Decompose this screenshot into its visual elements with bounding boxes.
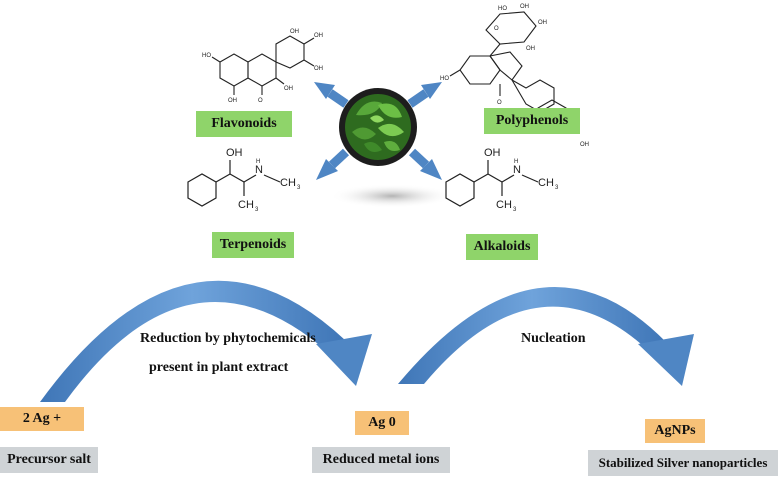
alkaloid-structure: OH N H CH 3 CH 3 (445, 147, 559, 213)
arrow-to-alkaloids (408, 148, 442, 180)
svg-text:OH: OH (520, 4, 529, 10)
svg-text:OH: OH (290, 29, 299, 35)
reduction-arc-arrow (40, 280, 372, 402)
reduced-species-label: Ag 0 (355, 411, 409, 435)
flavonoid-structure: HO OH O OH OH OH OH (202, 29, 323, 104)
reduction-step-text-line2: present in plant extract (149, 360, 289, 375)
nucleation-step-text: Nucleation (521, 331, 586, 346)
plant-shadow (330, 184, 454, 208)
flavonoids-label: Flavonoids (196, 111, 292, 137)
reduced-stage-label: Reduced metal ions (312, 447, 450, 473)
svg-text:CH: CH (280, 177, 296, 189)
svg-text:3: 3 (255, 207, 259, 213)
svg-text:OH: OH (484, 147, 501, 159)
terpenoid-structure: OH N H CH 3 CH 3 (187, 147, 301, 213)
svg-text:O: O (258, 98, 263, 104)
svg-text:OH: OH (526, 46, 535, 52)
polyphenol-structure: HO O O HO OH OH OH OH (440, 4, 589, 148)
svg-text:CH: CH (538, 177, 554, 189)
nucleation-arc-arrow (398, 287, 694, 386)
svg-text:OH: OH (314, 33, 323, 39)
svg-text:O: O (494, 26, 499, 32)
svg-text:HO: HO (440, 76, 449, 82)
svg-text:OH: OH (580, 142, 589, 148)
svg-text:3: 3 (555, 185, 559, 191)
plant-leaves-icon (339, 88, 417, 166)
svg-text:OH: OH (538, 20, 547, 26)
svg-text:OH: OH (228, 98, 237, 104)
arrow-to-flavonoids (314, 82, 349, 108)
svg-text:HO: HO (498, 6, 507, 12)
precursor-stage-label: Precursor salt (0, 447, 98, 473)
precursor-species-label: 2 Ag + (0, 407, 84, 431)
terpenoids-label: Terpenoids (212, 232, 294, 258)
svg-text:N: N (255, 164, 263, 176)
svg-text:3: 3 (297, 185, 301, 191)
svg-text:CH: CH (496, 199, 512, 211)
product-species-label: AgNPs (645, 419, 705, 443)
svg-text:3: 3 (513, 207, 517, 213)
svg-text:H: H (256, 159, 260, 165)
product-stage-label: Stabilized Silver nanoparticles (588, 450, 778, 476)
svg-text:N: N (513, 164, 521, 176)
svg-text:CH: CH (238, 199, 254, 211)
svg-text:OH: OH (314, 66, 323, 72)
polyphenols-label: Polyphenols (484, 108, 580, 134)
svg-text:OH: OH (226, 147, 243, 159)
svg-text:HO: HO (202, 53, 211, 59)
arrow-to-terpenoids (316, 148, 350, 180)
alkaloids-label: Alkaloids (466, 234, 538, 260)
reduction-step-text-line1: Reduction by phytochemicals (140, 331, 316, 346)
svg-text:OH: OH (284, 86, 293, 92)
svg-text:O: O (497, 100, 502, 106)
arrow-to-polyphenols (407, 82, 442, 108)
svg-text:H: H (514, 159, 518, 165)
